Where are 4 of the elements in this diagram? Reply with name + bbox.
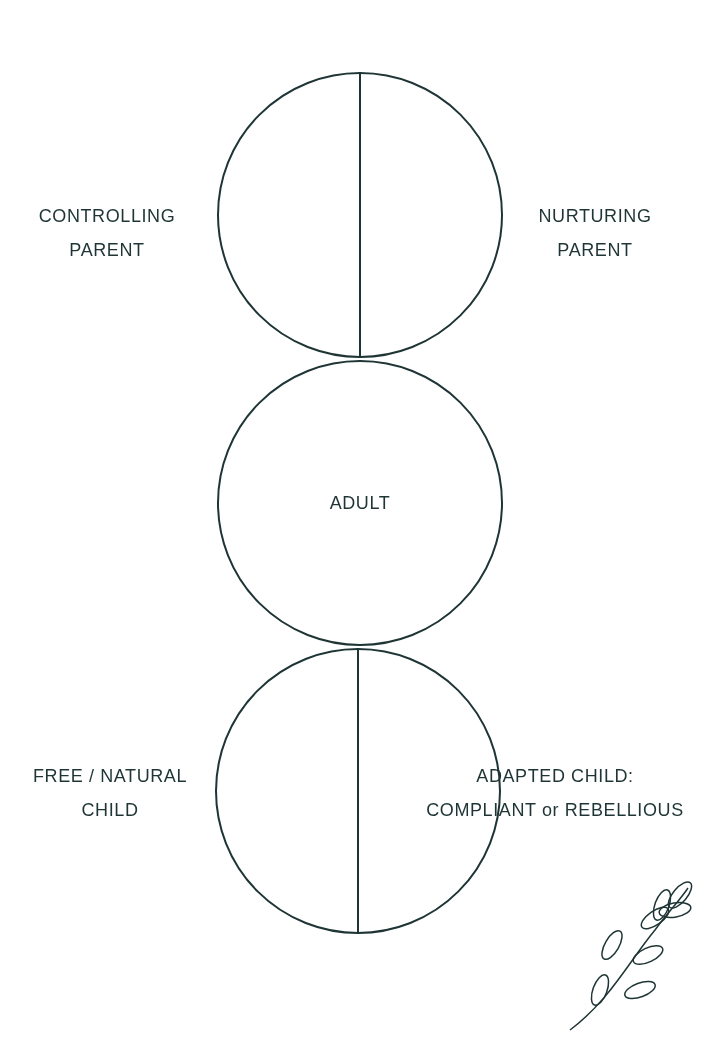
- ego-state-label: CONTROLLING PARENT: [37, 205, 177, 262]
- ego-state-label: FREE / NATURAL CHILD: [31, 765, 189, 822]
- ego-state-label: ADULT: [328, 492, 392, 515]
- ego-state-label: NURTURING PARENT: [537, 205, 653, 262]
